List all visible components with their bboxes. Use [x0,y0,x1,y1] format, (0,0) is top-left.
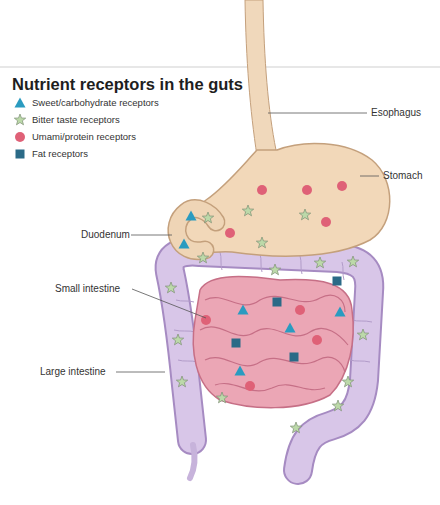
bitter-receptor [197,252,208,263]
umami-receptor [295,305,305,315]
legend-symbol [15,132,25,142]
bitter-receptor [216,392,227,403]
label-anchor: Small intestine [55,283,120,295]
legend-text: Fat receptors [32,148,88,160]
bitter-receptor [357,329,368,340]
sweet-receptor [238,305,249,315]
leader-line [268,113,367,114]
duodenum-outline [177,209,216,251]
label-anchor: Stomach [383,170,422,182]
leader-line [116,372,165,373]
label-anchor: Large intestine [40,366,106,378]
label-anchor: Esophagus [371,107,421,119]
bitter-receptor [342,376,353,387]
bitter-receptor [269,264,280,275]
umami-receptor [337,181,347,191]
umami-receptor [321,217,331,227]
sweet-receptor [285,323,296,333]
sweet-receptor [335,307,346,317]
appendix [190,445,194,478]
leader-line [360,176,379,177]
legend-symbol [14,114,25,125]
leader-line [131,235,172,236]
title-anchor: Nutrient receptors in the guts [12,74,243,94]
stomach [183,143,389,256]
legend-item: Sweet/carbohydrate receptors [32,97,159,109]
umami-receptor [257,185,267,195]
bitter-receptor [172,334,183,345]
bitter-receptor [290,422,301,433]
legend-symbol [15,98,26,108]
part-label: Esophagus [371,107,421,119]
bitter-receptor [299,209,310,220]
bitter-receptor [242,205,253,216]
intestine-coils [200,295,348,391]
sweet-receptor [186,211,197,221]
fat-receptor [333,277,342,286]
umami-receptor [302,185,312,195]
umami-receptor [225,228,235,238]
bitter-receptor [176,376,187,387]
legend-item: Umami/protein receptors [32,131,136,143]
diagram-title: Nutrient receptors in the guts [12,74,243,94]
legend-item: Bitter taste receptors [32,114,120,126]
large-intestine [170,252,370,470]
leader-line [132,289,206,318]
esophagus [245,0,276,156]
umami-receptor [245,381,255,391]
part-label: Stomach [383,170,422,182]
bitter-receptor [256,237,267,248]
fat-receptor [290,353,299,362]
bitter-receptor [347,256,358,267]
small-intestine [193,277,353,408]
umami-receptor [312,335,322,345]
bitter-receptor [202,212,213,223]
bitter-receptor [332,400,343,411]
label-anchor: Duodenum [81,229,130,241]
legend-text: Bitter taste receptors [32,114,120,126]
bitter-receptor [165,282,176,293]
bitter-receptor [314,257,325,268]
sweet-receptor [179,239,190,249]
fat-receptor [273,298,282,307]
legend-symbol [16,150,25,159]
part-label: Duodenum [81,229,130,241]
rule-line [0,67,440,68]
part-label: Small intestine [55,283,120,295]
sweet-receptor [235,366,246,376]
legend-text: Umami/protein receptors [32,131,136,143]
fat-receptor [232,339,241,348]
duodenum [177,209,216,251]
large-intestine-outline [170,252,370,470]
legend-item: Fat receptors [32,148,88,160]
part-label: Large intestine [40,366,106,378]
legend-text: Sweet/carbohydrate receptors [32,97,159,109]
